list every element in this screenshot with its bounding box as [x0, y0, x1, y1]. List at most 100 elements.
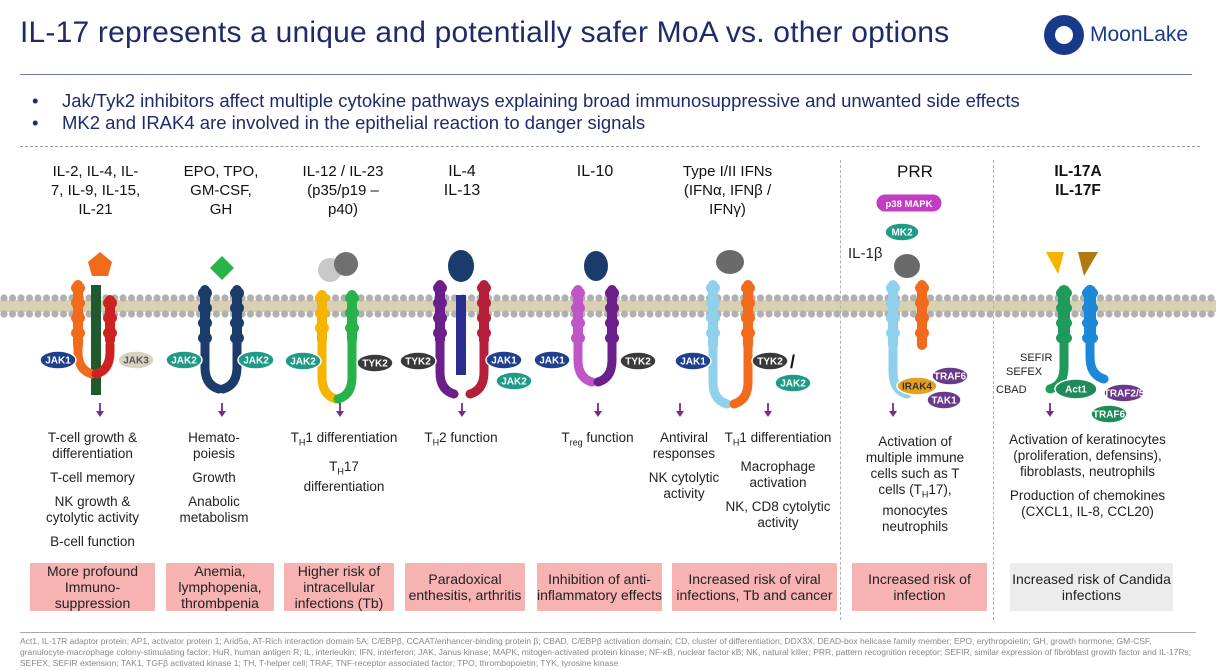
lipid-head	[246, 310, 255, 318]
lipid-head	[561, 310, 569, 318]
receptor-domain	[477, 327, 491, 339]
description-item: Macrophage activation	[740, 458, 816, 490]
receptor-domain	[315, 322, 329, 334]
lipid-head	[654, 310, 663, 318]
lipid-head	[977, 310, 986, 318]
lipid-head	[25, 310, 34, 318]
kinase-shape	[1090, 404, 1128, 424]
lipid-head	[255, 294, 263, 302]
kinase-shape	[165, 350, 203, 370]
lipid-head	[782, 310, 790, 318]
kinase-shape	[774, 373, 812, 393]
receptor-chain-orange	[71, 280, 85, 350]
receptor-chain-blue	[1082, 285, 1098, 345]
kinase-shape	[533, 350, 571, 370]
lipid-head	[1207, 294, 1215, 302]
lipid-head	[399, 310, 408, 318]
lipid-head	[416, 294, 425, 302]
description-item: NK growth & cytolytic activity	[45, 494, 140, 525]
description-item: Anabolic metabolism	[179, 494, 249, 525]
lipid-head	[841, 310, 850, 318]
down-arrow-icon	[218, 403, 226, 417]
jak1-badge: JAK1	[485, 350, 523, 370]
lipid-head	[212, 294, 221, 302]
lipid-head	[1198, 310, 1207, 318]
lipid-head	[34, 294, 42, 302]
lipid-head	[1122, 310, 1130, 318]
lipid-head	[391, 294, 399, 302]
receptor-tail-path	[333, 335, 357, 404]
lipid-head	[1207, 310, 1215, 318]
receptor-tail	[73, 340, 97, 379]
column-separator	[840, 160, 841, 620]
lipid-head	[42, 310, 51, 318]
lipid-head	[875, 310, 884, 318]
lipid-head	[909, 310, 918, 318]
receptor-domain	[1056, 287, 1072, 299]
col7-title-line: PRR	[897, 162, 933, 181]
lipid-head	[1045, 310, 1054, 318]
lipid-head	[697, 310, 705, 318]
lipid-head	[17, 310, 25, 318]
description-item: Activation of multiple immune cells such…	[865, 434, 965, 534]
down-arrow-icon	[764, 403, 772, 417]
kinase-label: TYK2	[362, 359, 388, 370]
lipid-head	[119, 294, 127, 302]
receptor-chain-purple	[605, 285, 619, 345]
lipid-head	[331, 310, 340, 318]
receptor-body	[573, 285, 583, 345]
lipid-head	[544, 310, 552, 318]
receptor-chain-yellow	[315, 290, 329, 345]
lipid-head	[0, 310, 8, 318]
lipid-head	[671, 294, 680, 302]
kinase-label: MK2	[891, 228, 913, 239]
receptor-tail	[465, 335, 489, 399]
receptor-tail-path	[200, 335, 224, 394]
kinase-label: Act1	[1065, 385, 1087, 396]
lipid-head	[374, 310, 382, 318]
col3-title-line: (p35/p19 –	[307, 182, 379, 199]
cbad-label: CBAD	[996, 384, 1027, 396]
kinase-shape	[356, 353, 394, 373]
kinase-label: JAK1	[539, 356, 565, 367]
receptor-body	[200, 285, 210, 345]
lipid-head	[161, 310, 170, 318]
cytokine-ligand	[88, 252, 112, 276]
down-arrow-icon	[96, 403, 104, 417]
lipid-head	[518, 310, 527, 318]
arrow-head	[1046, 411, 1054, 417]
receptor-tail	[1045, 335, 1069, 394]
receptor-domain	[1082, 287, 1098, 299]
lipid-head	[59, 294, 68, 302]
receptor-domain	[706, 297, 720, 309]
receptor-domain	[571, 287, 585, 299]
receptor-domain	[915, 327, 929, 339]
receptor-domain	[741, 297, 755, 309]
receptor-domain	[915, 297, 929, 309]
lipid-head	[731, 294, 739, 302]
lipid-head	[544, 294, 552, 302]
lipid-head	[858, 294, 867, 302]
irak4-badge: IRAK4	[896, 376, 938, 396]
receptor-domain	[741, 312, 755, 324]
lipid-head	[161, 294, 170, 302]
lipid-head	[1113, 310, 1122, 318]
receptor-domain	[198, 287, 212, 299]
col3-title-line: p40)	[327, 201, 359, 218]
lipid-head	[824, 294, 833, 302]
description-item: Production of chemokines (CXCL1, IL-8, C…	[1009, 488, 1166, 519]
lipid-head	[1147, 294, 1156, 302]
lipid-head	[59, 310, 68, 318]
kinase-shape	[884, 222, 920, 242]
sefex-label: SEFEX	[1006, 366, 1043, 378]
col6-title: Type I/II IFNs (IFNα, IFNβ / IFNγ)	[665, 162, 790, 219]
lipid-head	[952, 294, 960, 302]
receptor-domain	[605, 317, 619, 329]
down-arrow-icon	[889, 403, 897, 417]
lipid-head	[909, 294, 918, 302]
jak2-badge: JAK2	[237, 350, 275, 370]
lipid-head	[850, 310, 858, 318]
receptor-domain	[103, 312, 117, 324]
lipid-head	[901, 294, 909, 302]
kinase-shape	[619, 351, 657, 371]
